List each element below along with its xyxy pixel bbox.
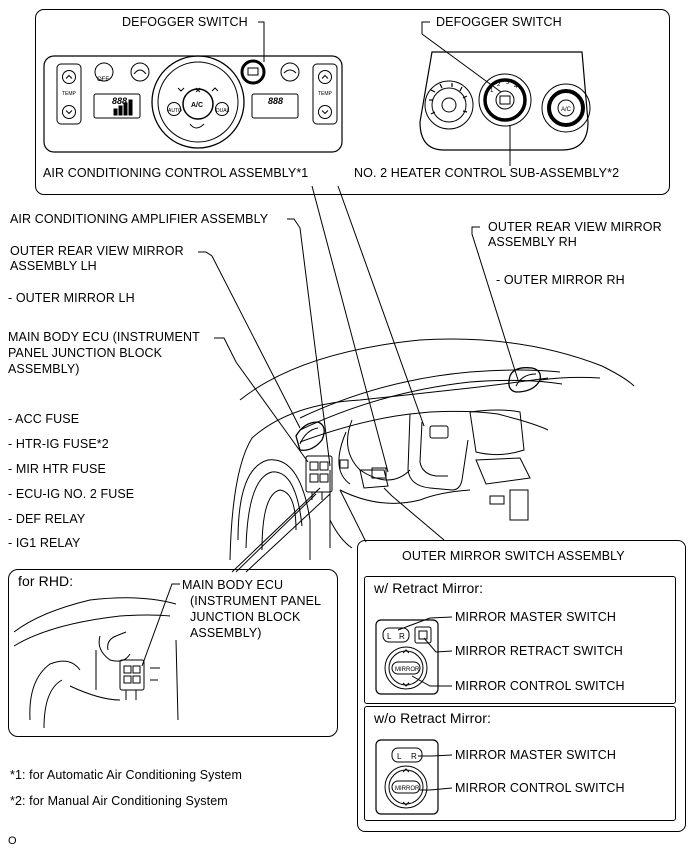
corner-mark: O [8, 835, 17, 847]
heater-num-3: 3 [506, 80, 510, 86]
fuse-ecu-ig-no2: - ECU-IG NO. 2 FUSE [8, 487, 135, 501]
label-retract-switch: MIRROR RETRACT SWITCH [455, 644, 623, 658]
wo-retract-frame [364, 706, 676, 821]
temp-right-text: TEMP [318, 91, 333, 97]
label-mirror-rh-line1: OUTER REAR VIEW MIRROR [488, 220, 662, 234]
heater-ac-text: A/C [561, 107, 572, 113]
leader-lines [141, 21, 519, 791]
w-retract-title: w/ Retract Mirror: [374, 580, 484, 596]
rhd-inset-sketch [13, 597, 179, 729]
display-right-digits: 888 [268, 96, 283, 106]
switch-mirror-text-2: MIRROR [395, 786, 420, 792]
wo-retract-title: w/o Retract Mirror: [374, 710, 492, 726]
heater-num-4: 4 [514, 84, 518, 90]
label-control-switch-1: MIRROR CONTROL SWITCH [455, 679, 625, 693]
rhd-ecu-line4: ASSEMBLY) [190, 626, 262, 640]
dual-text: DUAL [216, 108, 230, 114]
mirror-switch-frame [357, 540, 686, 832]
control-panels-frame [35, 9, 670, 195]
label-master-switch-1: MIRROR MASTER SWITCH [455, 610, 617, 624]
label-outer-mirror-lh: - OUTER MIRROR LH [8, 291, 135, 305]
ac-control-panel [43, 55, 343, 153]
switch-l-text-2: L [397, 752, 402, 761]
mirror-switch-with-retract [375, 619, 439, 695]
fuse-htr-ig: - HTR-IG FUSE*2 [8, 437, 109, 451]
label-main-ecu-line1: MAIN BODY ECU (INSTRUMENT [8, 330, 200, 344]
label-master-switch-2: MIRROR MASTER SWITCH [455, 748, 617, 762]
label-defogger-switch-right: DEFOGGER SWITCH [436, 15, 562, 29]
label-ac-control-assembly: AIR CONDITIONING CONTROL ASSEMBLY*1 [43, 166, 309, 180]
switch-r-text-2: R [411, 752, 417, 761]
fuse-mir-htr: - MIR HTR FUSE [8, 462, 106, 476]
label-heater-control-sub-assembly: NO. 2 HEATER CONTROL SUB-ASSEMBLY*2 [354, 166, 620, 180]
label-defogger-switch-left: DEFOGGER SWITCH [122, 15, 248, 29]
rhd-ecu-line2: (INSTRUMENT PANEL [190, 594, 322, 608]
label-mirror-rh-line2: ASSEMBLY RH [488, 235, 577, 249]
off-text: OFF [97, 77, 109, 83]
rhd-inset-frame [8, 569, 338, 737]
label-mirror-lh-line1: OUTER REAR VIEW MIRROR [10, 244, 184, 258]
fuse-acc: - ACC FUSE [8, 412, 80, 426]
w-retract-frame [364, 576, 676, 704]
display-left-digits: 888 [112, 96, 127, 106]
rhd-ecu-line3: JUNCTION BLOCK [190, 610, 301, 624]
switch-r-text-1: R [399, 632, 405, 641]
vehicle-interior-sketch [229, 338, 635, 561]
switch-l-text-1: L [387, 632, 392, 641]
mirror-switch-title: OUTER MIRROR SWITCH ASSEMBLY [402, 549, 625, 563]
label-outer-mirror-rh: - OUTER MIRROR RH [496, 273, 625, 287]
heater-control-panel [419, 51, 591, 151]
heater-num-2: 2 [497, 82, 501, 88]
ac-text: A/C [191, 102, 203, 109]
relay-ig1: - IG1 RELAY [8, 536, 81, 550]
label-main-ecu-line2: PANEL JUNCTION BLOCK [8, 346, 163, 360]
rhd-title: for RHD: [18, 573, 74, 589]
footnote-1: *1: for Automatic Air Conditioning Syste… [10, 768, 242, 782]
label-mirror-lh-line2: ASSEMBLY LH [10, 259, 97, 273]
label-main-ecu-line3: ASSEMBLY) [8, 362, 80, 376]
rhd-ecu-line1: MAIN BODY ECU [182, 578, 284, 592]
label-control-switch-2: MIRROR CONTROL SWITCH [455, 781, 625, 795]
footnote-2: *2: for Manual Air Conditioning System [10, 794, 228, 808]
temp-left-text: TEMP [62, 91, 77, 97]
label-ac-amplifier: AIR CONDITIONING AMPLIFIER ASSEMBLY [10, 212, 269, 226]
switch-mirror-text-1: MIRROR [395, 667, 420, 673]
heater-num-1: 1 [490, 88, 494, 94]
relay-def: - DEF RELAY [8, 512, 86, 526]
auto-text: AUTO [168, 108, 182, 114]
mirror-switch-without-retract [375, 739, 439, 815]
